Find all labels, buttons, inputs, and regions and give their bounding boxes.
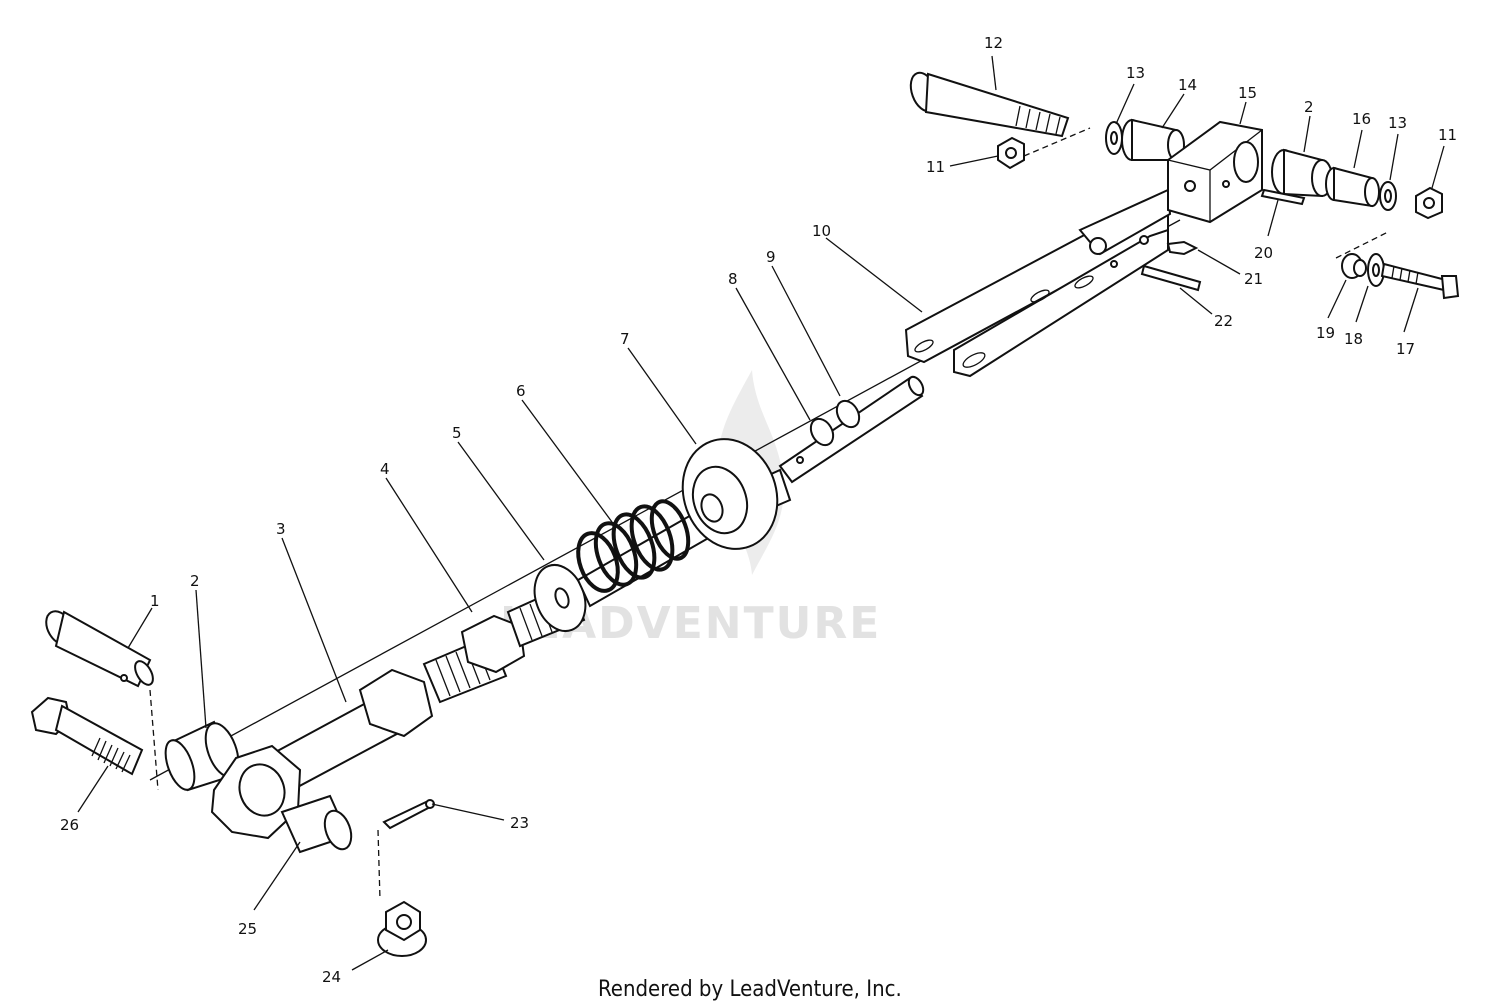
part-5-washer (506, 564, 587, 648)
callout-13-right: 13 (1388, 114, 1407, 132)
callout-12: 12 (984, 34, 1003, 52)
callout-17: 17 (1396, 340, 1415, 358)
bolt-17-alignment (1335, 231, 1389, 259)
bolt-12-alignment (1023, 127, 1091, 157)
part-15-block (1167, 120, 1263, 224)
part-19-spacer (1341, 253, 1367, 279)
callout-8: 8 (728, 270, 738, 288)
part-13-washer-right (1379, 181, 1397, 211)
callout-18: 18 (1344, 330, 1363, 348)
part-8-rod (778, 376, 924, 484)
callout-19: 19 (1316, 324, 1335, 342)
part-13-washer-left (1105, 121, 1123, 155)
callout-10: 10 (812, 222, 831, 240)
leader-lines (77, 55, 1445, 971)
pin-1-alignment (149, 689, 159, 791)
callout-labels: 1 2 3 4 5 6 7 8 9 10 11 11 12 13 13 14 1… (60, 34, 1457, 986)
callout-13-left: 13 (1126, 64, 1145, 82)
callout-11-right: 11 (1438, 126, 1457, 144)
footer-credit: Rendered by LeadVenture, Inc. (598, 977, 902, 1002)
callout-1: 1 (150, 592, 160, 610)
callout-2-left: 2 (190, 572, 200, 590)
callout-22: 22 (1214, 312, 1233, 330)
part-9-collar (835, 375, 925, 429)
callout-21: 21 (1244, 270, 1263, 288)
part-1-pin (45, 610, 154, 688)
part-24-flange-nut (377, 900, 427, 957)
part-6-spring (576, 499, 691, 593)
callout-20: 20 (1254, 244, 1273, 262)
callout-4: 4 (380, 460, 390, 478)
part-17-bolt (1380, 262, 1460, 300)
part-12-bolt (909, 71, 1070, 138)
part-2-bushing-left (164, 720, 240, 792)
part-10-bracket (904, 188, 1172, 378)
part-16-spacer (1325, 166, 1380, 208)
part-20-pin (1260, 188, 1306, 206)
part-11-nut-right (1415, 186, 1443, 220)
callout-15: 15 (1238, 84, 1257, 102)
callout-3: 3 (276, 520, 286, 538)
callout-7: 7 (620, 330, 630, 348)
part-23-cotter-pin (382, 799, 435, 830)
part-21-grease-fitting (1166, 240, 1199, 256)
part-22-pin (1140, 264, 1202, 292)
callout-9: 9 (766, 248, 776, 266)
nut-24-alignment (377, 829, 381, 901)
part-26-bolt (30, 696, 144, 776)
callout-26: 26 (60, 816, 79, 834)
callout-2-right: 2 (1304, 98, 1314, 116)
callout-24: 24 (322, 968, 341, 986)
part-2-bushing-right (1271, 148, 1333, 198)
part-14-bushing (1121, 118, 1185, 161)
part-3-turnbuckle (210, 668, 434, 840)
part-11-nut-left (997, 136, 1025, 170)
callout-5: 5 (452, 424, 462, 442)
part-25-spacer (280, 794, 353, 854)
callout-6: 6 (516, 382, 526, 400)
callout-14: 14 (1178, 76, 1197, 94)
part-7-spring-cup (681, 438, 792, 550)
callout-23: 23 (510, 814, 529, 832)
callout-16: 16 (1352, 110, 1371, 128)
callout-25: 25 (238, 920, 257, 938)
part-18-washer (1367, 253, 1385, 287)
part-4-jam-nut (422, 614, 526, 704)
callout-11-left: 11 (926, 158, 945, 176)
